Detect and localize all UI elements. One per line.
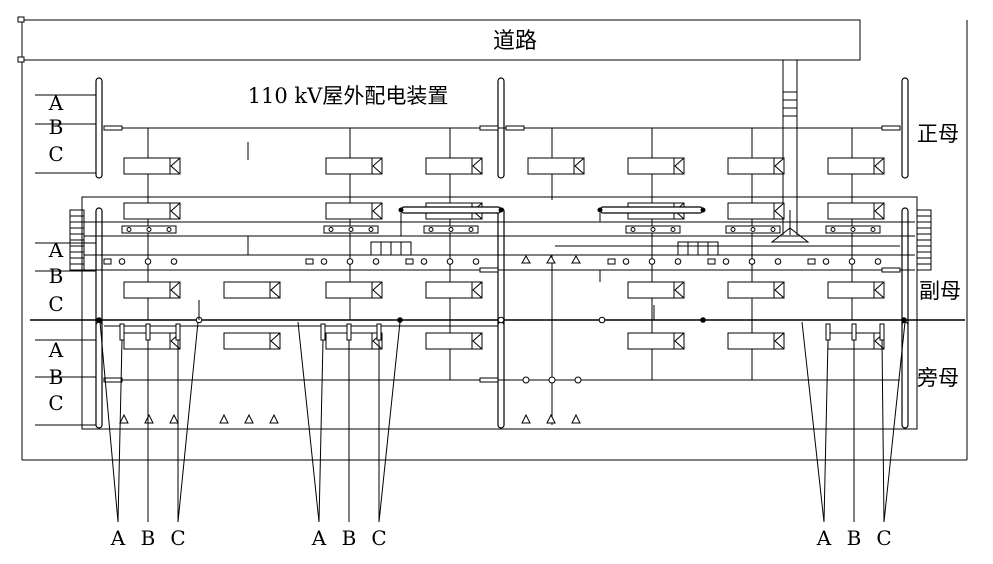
breaker	[325, 157, 383, 175]
left-phase-guides	[35, 94, 96, 426]
road	[21, 19, 861, 61]
gantry-post	[901, 77, 909, 179]
phase-label: A	[816, 526, 832, 550]
breaker	[727, 332, 785, 350]
breaker	[325, 281, 383, 299]
left-phase-labels: A B C A B C A B C	[48, 91, 64, 415]
breaker	[123, 281, 181, 299]
breaker	[727, 281, 785, 299]
phase-label: B	[141, 526, 156, 550]
bottom-phase-labels: A B C A B C A B C	[110, 526, 892, 550]
breaker	[123, 157, 181, 175]
phase-label: B	[49, 115, 64, 139]
breaker	[527, 157, 585, 175]
breaker	[325, 332, 383, 350]
breaker	[827, 202, 885, 220]
outgoing-leads	[99, 321, 906, 523]
breaker	[627, 332, 685, 350]
gantry-post	[95, 207, 103, 329]
breaker	[727, 202, 785, 220]
breaker	[123, 202, 181, 220]
gantry-post	[901, 207, 909, 329]
breaker	[627, 157, 685, 175]
diagram-title: 110 kV屋外配电装置	[248, 84, 449, 108]
breaker	[425, 332, 483, 350]
breaker	[727, 157, 785, 175]
gantry-post	[497, 207, 505, 329]
phase-label: A	[48, 238, 64, 262]
breaker	[627, 281, 685, 299]
phase-label: B	[342, 526, 357, 550]
breaker	[425, 157, 483, 175]
breaker	[123, 332, 181, 350]
breaker	[223, 332, 281, 350]
gantry-post	[497, 321, 505, 429]
gantry-posts	[95, 77, 909, 429]
breaker	[827, 157, 885, 175]
end-radiators	[69, 209, 932, 271]
cable-trench-marks	[370, 241, 719, 256]
phase-label: A	[48, 338, 64, 362]
support-beams	[121, 225, 881, 234]
bus-lines	[30, 125, 965, 383]
road-label: 道路	[493, 29, 537, 54]
bypass-bus-label: 旁母	[917, 366, 959, 390]
breaker	[827, 281, 885, 299]
insulator-row	[103, 258, 882, 265]
site-boundary	[17, 16, 968, 461]
phase-label: A	[110, 526, 126, 550]
phase-label: A	[311, 526, 327, 550]
bypass-connection	[504, 376, 582, 384]
phase-label: C	[48, 292, 63, 316]
breaker	[425, 281, 483, 299]
phase-label: C	[48, 391, 63, 415]
main-bus-label: 正母	[917, 122, 959, 146]
bus-couplers	[398, 206, 706, 236]
phase-label: B	[49, 264, 64, 288]
breaker	[223, 281, 281, 299]
gantry-post	[95, 77, 103, 179]
arrester-markers	[119, 254, 581, 424]
phase-label: A	[48, 91, 64, 115]
phase-label: C	[48, 142, 63, 166]
junction-dots	[96, 300, 907, 324]
phase-label: B	[847, 526, 862, 550]
breaker	[325, 202, 383, 220]
secondary-bus-label: 副母	[919, 279, 961, 303]
phase-label: C	[170, 526, 185, 550]
phase-label: C	[371, 526, 386, 550]
phase-label: C	[876, 526, 891, 550]
